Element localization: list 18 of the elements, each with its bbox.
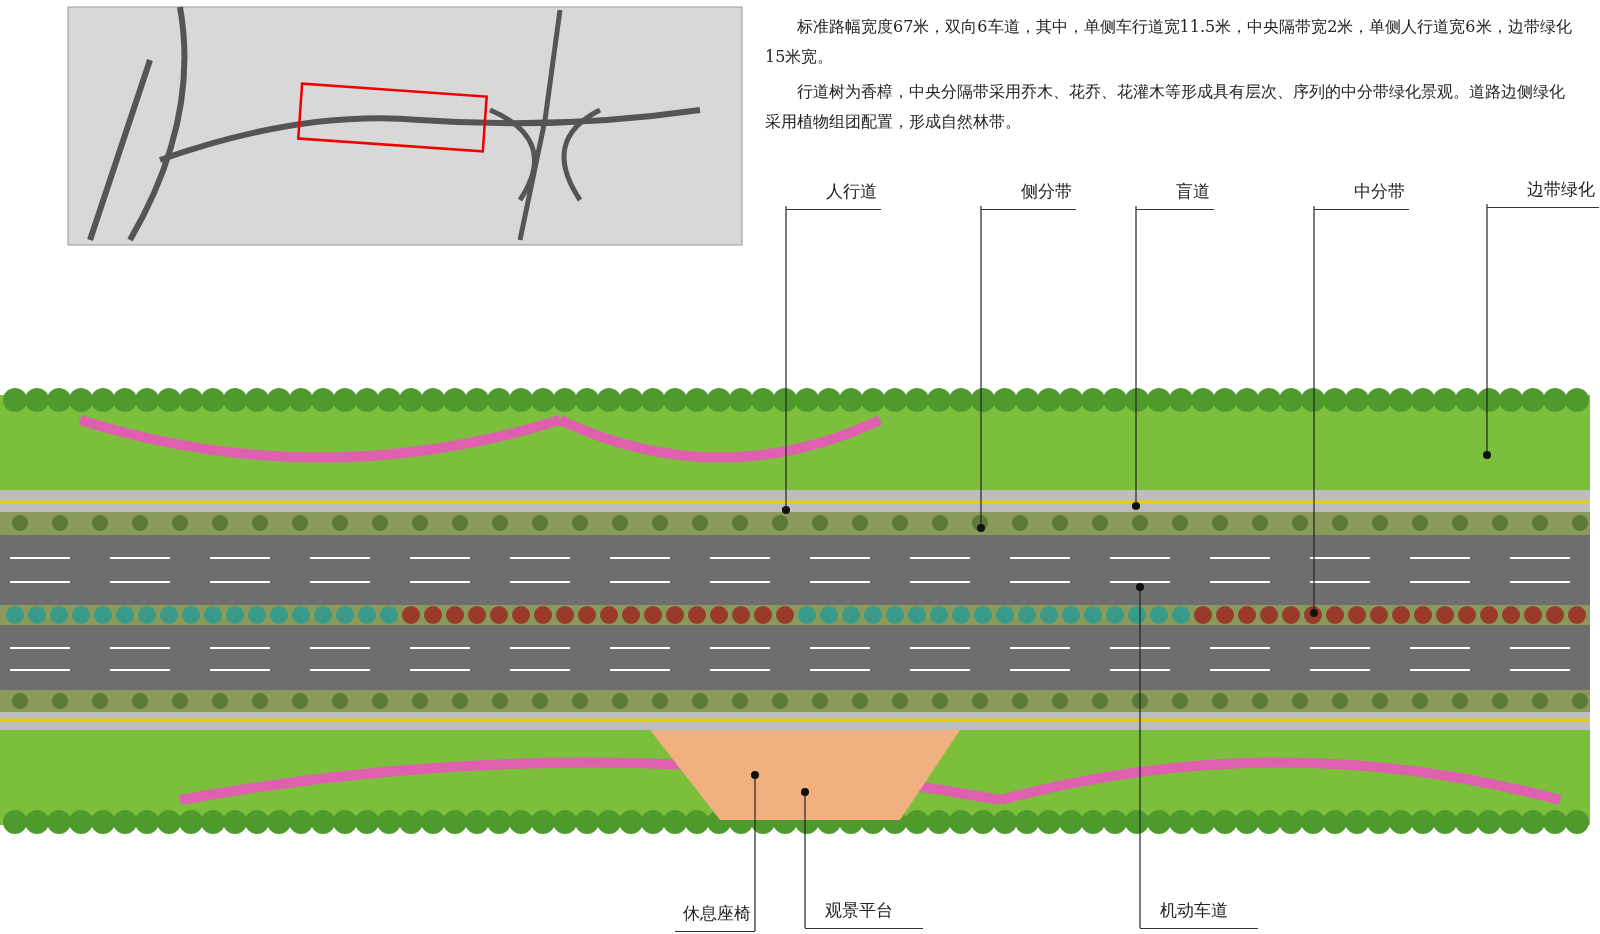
part-label: 边带绿化 (1487, 178, 1599, 208)
leader-line (1483, 203, 1491, 459)
leader-line (1310, 205, 1318, 617)
leader-line (1132, 205, 1140, 510)
leader-line (751, 771, 759, 932)
part-label: 机动车道 (1140, 899, 1258, 929)
part-label: 人行道 (786, 180, 881, 210)
description-paragraph: 标准路幅宽度67米，双向6车道，其中，单侧车行道宽11.5米，中央隔带宽2米，单侧人行道宽6米，边带绿化15米宽。 (765, 16, 1573, 68)
leader-line (1136, 583, 1144, 929)
part-label: 观景平台 (805, 899, 923, 929)
leader-line (977, 205, 985, 532)
part-label: 中分带 (1314, 180, 1409, 210)
part-label: 休息座椅 (675, 902, 755, 932)
part-label: 侧分带 (981, 180, 1076, 210)
leader-line (782, 205, 790, 514)
description-paragraph: 行道树为香樟，中央分隔带采用乔木、花乔、花灌木等形成具有层次、序列的中分带绿化景观。道路边侧绿化采用植物组团配置，形成自然林带。 (765, 81, 1566, 133)
part-label: 盲道 (1136, 180, 1214, 210)
leader-line (801, 788, 809, 929)
